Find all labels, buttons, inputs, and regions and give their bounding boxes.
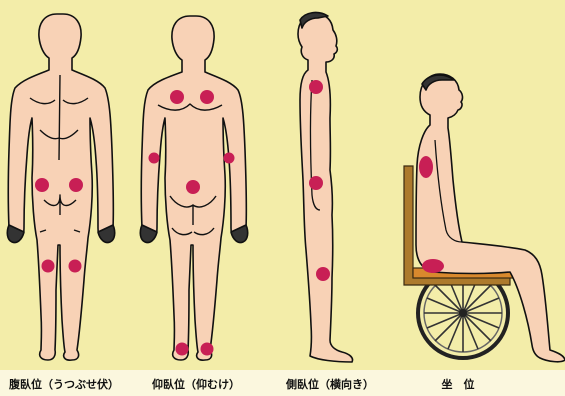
pressure-point <box>309 176 323 190</box>
caption-lateral: 側臥位（横向き） <box>285 377 374 391</box>
pressure-point <box>422 259 444 273</box>
wheelchair-hub <box>459 309 467 317</box>
caption-sitting: 坐 位 <box>442 377 475 391</box>
pressure-point <box>309 80 323 94</box>
pressure-point <box>35 178 49 192</box>
pressure-point <box>419 156 433 178</box>
pressure-point <box>201 343 214 356</box>
pressure-point <box>176 343 189 356</box>
pressure-point <box>170 90 184 104</box>
pressure-point <box>186 180 200 194</box>
caption-supine: 仰臥位（仰むけ） <box>152 377 240 391</box>
pressure-point <box>316 267 330 281</box>
pressure-point <box>69 260 82 273</box>
pressure-point <box>224 153 235 164</box>
caption-prone: 腹臥位（うつぶせ伏） <box>9 377 119 391</box>
pressure-point <box>69 178 83 192</box>
pressure-point <box>42 260 55 273</box>
pressure-point <box>149 153 160 164</box>
pressure-point <box>200 90 214 104</box>
